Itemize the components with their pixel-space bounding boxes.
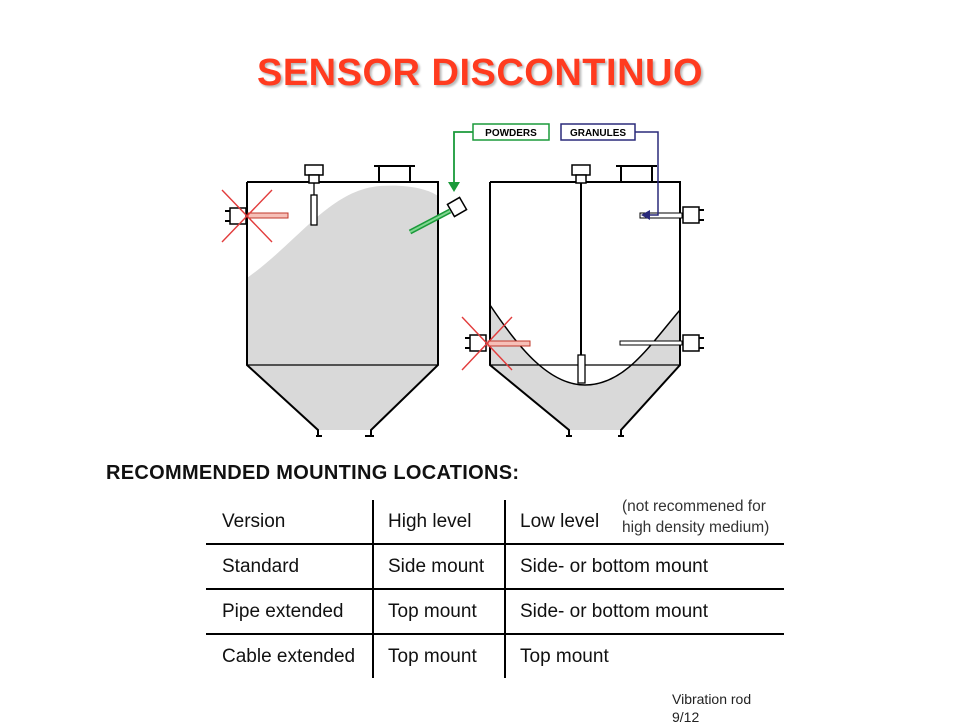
table-row: Cable extended Top mount Top mount bbox=[206, 634, 784, 678]
table-row: Standard Side mount Side- or bottom moun… bbox=[206, 544, 784, 589]
table-cell: Side- or bottom mount bbox=[504, 544, 784, 589]
left-silo bbox=[221, 164, 468, 437]
header-version: Version bbox=[222, 510, 286, 532]
table-cell: Side- or bottom mount bbox=[504, 589, 784, 634]
table-cell: Pipe extended bbox=[222, 600, 344, 622]
page-title: SENSOR DISCONTINUO bbox=[256, 52, 704, 94]
table-cell: Side mount bbox=[372, 544, 505, 589]
table-row: Pipe extended Top mount Side- or bottom … bbox=[206, 589, 784, 634]
left-silo-material bbox=[247, 185, 438, 430]
table-cell: Cable extended bbox=[222, 645, 356, 667]
page-number: 9/12 bbox=[672, 709, 700, 725]
right-granules-side-sensor bbox=[639, 206, 704, 224]
right-silo-material bbox=[490, 305, 680, 430]
header-high-level: High level bbox=[372, 500, 505, 544]
left-silo-outlet bbox=[316, 430, 374, 437]
granules-label: GRANULES bbox=[570, 128, 626, 139]
table-cell: Top mount bbox=[372, 634, 505, 678]
footer-caption: Vibration rod 9/12 bbox=[672, 690, 792, 726]
right-rejected-side-sensor bbox=[461, 316, 531, 371]
granules-callout: GRANULES bbox=[560, 123, 659, 220]
right-low-side-sensor bbox=[619, 334, 704, 352]
left-top-sensor bbox=[304, 164, 324, 226]
left-inclined-sensor bbox=[408, 196, 468, 235]
right-cable-sensor bbox=[571, 164, 591, 384]
footer-line-1: Vibration rod bbox=[672, 691, 752, 707]
table-cell: Standard bbox=[222, 555, 300, 577]
powders-label: POWDERS bbox=[485, 128, 537, 139]
header-low-level: Low level bbox=[504, 500, 784, 544]
left-rejected-side-sensor bbox=[221, 189, 289, 243]
powders-callout: POWDERS bbox=[448, 123, 550, 192]
section-heading: RECOMMENDED MOUNTING LOCATIONS: bbox=[106, 462, 520, 484]
mounting-table: Version High level Low level Standard Si… bbox=[206, 500, 784, 678]
right-silo bbox=[461, 164, 704, 437]
table-cell: Top mount bbox=[372, 589, 505, 634]
table-cell: Top mount bbox=[504, 634, 784, 678]
table-header-row: Version High level Low level bbox=[206, 500, 784, 544]
